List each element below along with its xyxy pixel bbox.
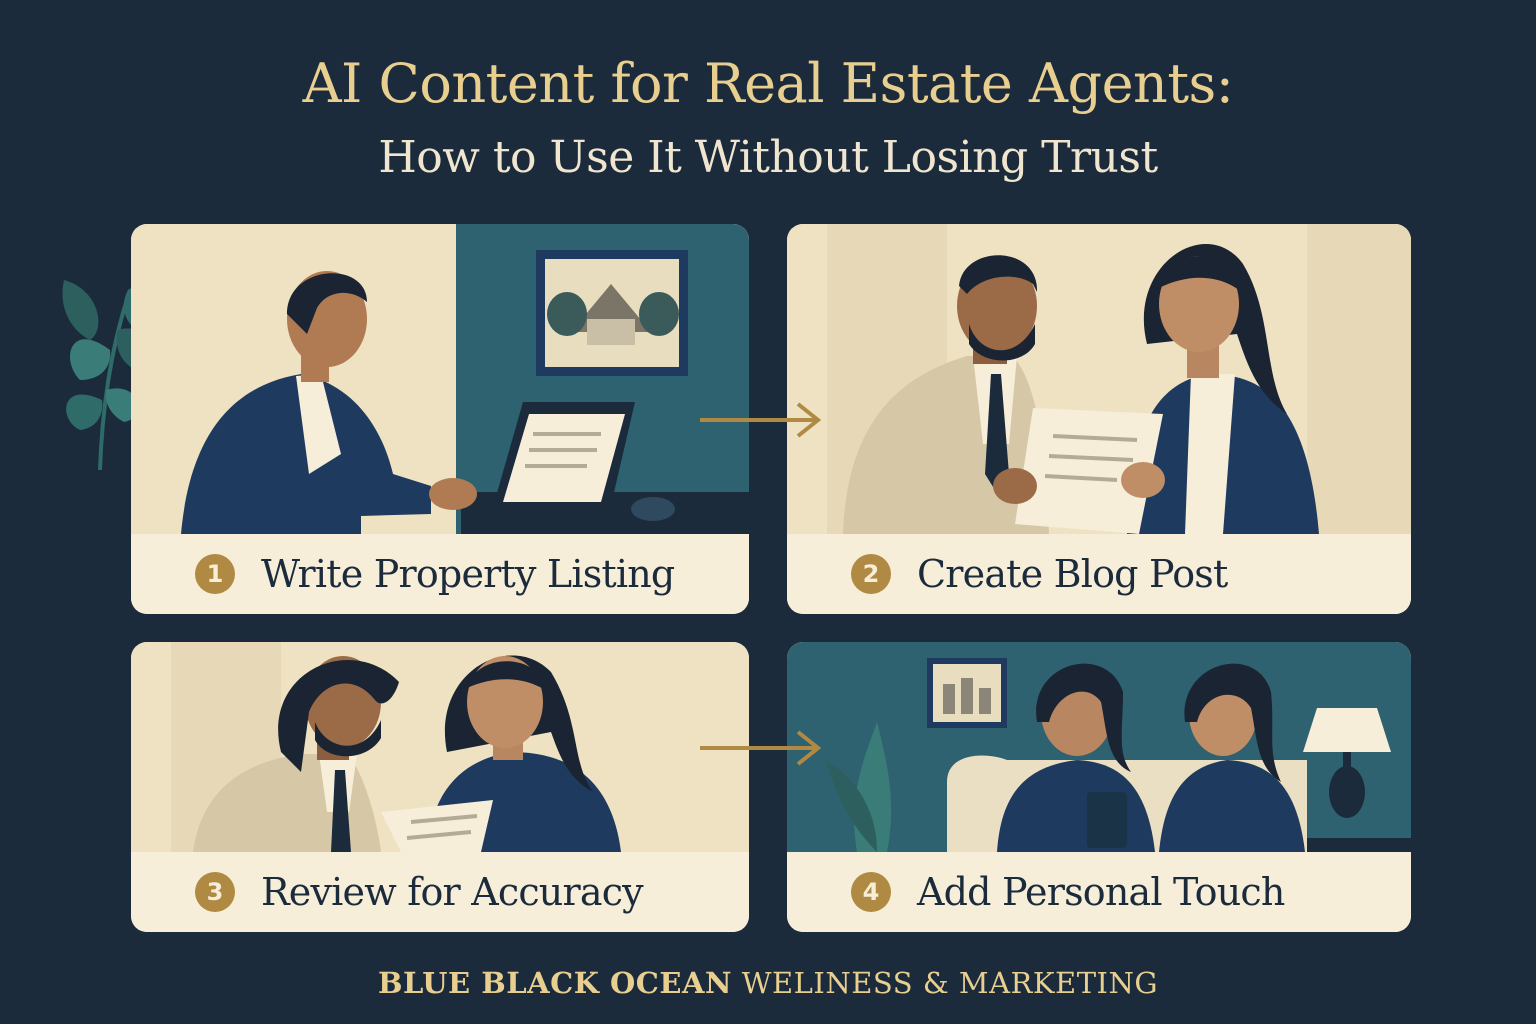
step-caption-3: 3 Review for Accuracy xyxy=(131,852,749,932)
brand-name-rest: WELINESS & MARKETING xyxy=(731,966,1159,1000)
page-title: AI Content for Real Estate Agents: xyxy=(302,52,1234,115)
step-caption-4: 4 Add Personal Touch xyxy=(787,852,1411,932)
arrow-right-icon xyxy=(700,730,822,766)
step-label: Add Personal Touch xyxy=(917,870,1285,914)
brand-name-bold: BLUE BLACK OCEAN xyxy=(377,966,732,1000)
step-number-badge: 2 xyxy=(851,554,891,594)
arrow-right-icon xyxy=(700,402,822,438)
step-card-1: 1 Write Property Listing xyxy=(131,224,749,614)
accuracy-review-illustration xyxy=(131,642,749,852)
step-caption-1: 1 Write Property Listing xyxy=(131,534,749,614)
step-card-3: 3 Review for Accuracy xyxy=(131,642,749,932)
step-number-badge: 1 xyxy=(195,554,235,594)
brand-footer: BLUE BLACK OCEAN WELINESS & MARKETING xyxy=(0,966,1536,1000)
step-label: Write Property Listing xyxy=(261,552,675,596)
step-card-4: 4 Add Personal Touch xyxy=(787,642,1411,932)
step-number-badge: 3 xyxy=(195,872,235,912)
agents-reviewing-document-illustration xyxy=(787,224,1411,534)
step-label: Create Blog Post xyxy=(917,552,1228,596)
agent-laptop-illustration xyxy=(131,224,749,534)
step-card-2: 2 Create Blog Post xyxy=(787,224,1411,614)
personal-touch-illustration xyxy=(787,642,1411,852)
step-number-badge: 4 xyxy=(851,872,891,912)
step-caption-2: 2 Create Blog Post xyxy=(787,534,1411,614)
page-subtitle: How to Use It Without Losing Trust xyxy=(378,132,1158,183)
step-label: Review for Accuracy xyxy=(261,870,644,914)
